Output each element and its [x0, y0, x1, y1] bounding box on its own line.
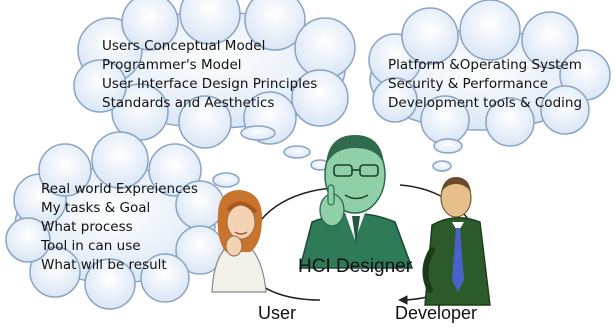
- designer-thought-cloud: [73, 0, 356, 149]
- user-cloud-text: Real world Expreiences My tasks & Goal W…: [41, 180, 198, 275]
- developer-cloud-line: Security & Performance: [388, 76, 549, 92]
- user-cloud-line: Tool in can use: [41, 238, 141, 254]
- developer-figure: [422, 177, 491, 306]
- designer-cloud-line: Programmer's Model: [102, 57, 242, 73]
- hci-designer-figure: [299, 135, 414, 269]
- user-thought-cloud: [5, 131, 225, 310]
- designer-cloud-line: User Interface Design Principles: [102, 76, 318, 92]
- designer-cloud-line: Standards and Aesthetics: [102, 95, 275, 111]
- user-cloud-line: What will be result: [41, 257, 167, 273]
- designer-cloud-trail: [240, 125, 330, 171]
- user-label: User: [258, 303, 297, 323]
- hci-designer-label: HCI Designer: [298, 256, 413, 277]
- developer-cloud-line: Platform &Operating System: [388, 57, 582, 73]
- user-cloud-line: My tasks & Goal: [41, 200, 151, 216]
- designer-cloud-text: Users Conceptual Model Programmer's Mode…: [102, 37, 317, 113]
- user-cloud-line: What process: [41, 219, 133, 235]
- developer-cloud-text: Platform &Operating System Security & Pe…: [388, 56, 582, 113]
- user-cloud-line: Real world Expreiences: [41, 181, 198, 197]
- developer-cloud-trail: [432, 138, 463, 172]
- developer-thought-cloud: [368, 0, 611, 147]
- developer-label: Developer: [395, 303, 478, 323]
- designer-cloud-line: Users Conceptual Model: [102, 38, 266, 54]
- user-figure: [211, 190, 267, 293]
- developer-cloud-line: Development tools & Coding: [388, 95, 583, 111]
